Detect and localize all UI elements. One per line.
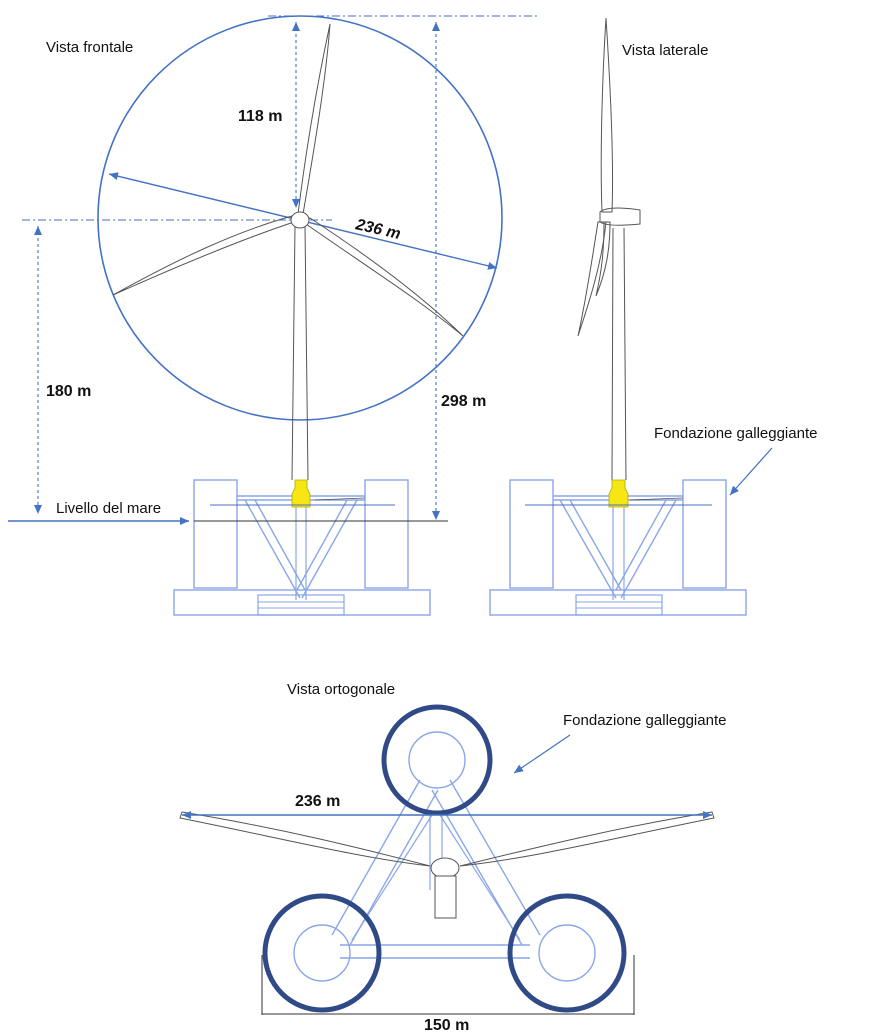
top-rotor-blades — [179, 811, 715, 867]
sea-level-label: Livello del mare — [56, 500, 161, 517]
side-foundation-label: Fondazione galleggiante — [654, 425, 817, 442]
top-column-west — [262, 893, 382, 1013]
top-floater-frame — [293, 731, 596, 982]
hub-height-label: 180 m — [46, 383, 91, 400]
radius-label: 118 m — [238, 108, 282, 125]
front-hub — [290, 211, 310, 229]
top-foundation-arrow — [513, 734, 571, 774]
side-tower — [611, 227, 627, 481]
front-blades — [112, 23, 464, 337]
side-foundation-arrow — [729, 447, 773, 496]
side-view: Vista laterale — [489, 17, 817, 616]
side-floating-foundation — [489, 479, 747, 616]
top-nacelle — [430, 857, 460, 919]
side-blades — [577, 17, 614, 337]
front-view-title: Vista frontale — [46, 39, 133, 56]
front-view: 118 m 236 m 180 m 298 m Vista frontale — [8, 15, 540, 616]
side-view-title: Vista laterale — [622, 42, 708, 59]
top-base-label: 150 m — [424, 1017, 469, 1032]
top-span-label: 236 m — [295, 793, 340, 810]
top-base-dimension — [261, 955, 635, 1015]
top-column-north — [381, 704, 493, 816]
top-column-east — [507, 893, 627, 1013]
top-view: Vista ortogonale Fondazione galleggiante — [179, 681, 726, 1032]
top-view-title: Vista ortogonale — [287, 681, 395, 698]
top-foundation-label: Fondazione galleggiante — [563, 712, 726, 729]
front-tower — [291, 225, 309, 481]
tip-height-label: 298 m — [441, 393, 486, 410]
front-floating-foundation — [173, 479, 431, 616]
